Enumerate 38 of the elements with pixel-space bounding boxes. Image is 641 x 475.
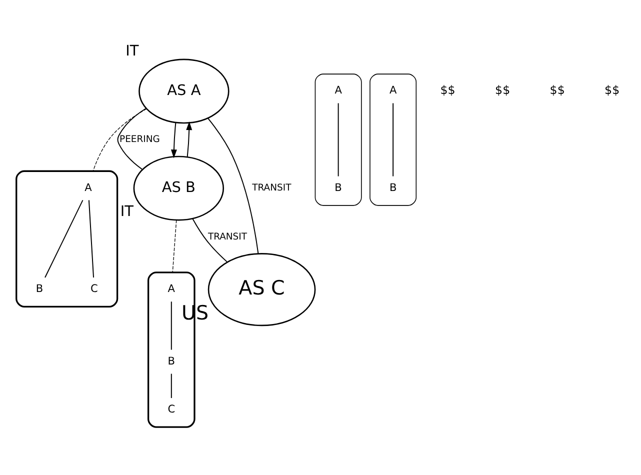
connector	[44, 199, 84, 278]
node-ellipse: AS C	[208, 252, 316, 326]
label: $$	[550, 82, 565, 97]
cluster	[370, 73, 417, 206]
connector	[117, 107, 147, 170]
label: $$	[604, 82, 620, 97]
arrow	[170, 121, 177, 158]
connector	[192, 218, 228, 262]
cluster	[314, 73, 362, 206]
connector	[170, 372, 172, 398]
node-ellipse: AS B	[133, 155, 224, 220]
edge-label: TRANSIT	[208, 230, 248, 242]
node-text: B	[36, 282, 44, 295]
connector	[338, 102, 339, 176]
connector	[92, 108, 147, 171]
connector	[392, 102, 394, 176]
node-text: B	[334, 181, 342, 194]
node-text: B	[389, 181, 397, 194]
connector	[88, 199, 94, 278]
node-ellipse: AS A	[138, 58, 230, 124]
node-label: IT	[120, 203, 134, 220]
node-text: C	[168, 402, 176, 415]
edge-label: TRANSIT	[252, 182, 292, 194]
node-text: C	[90, 282, 98, 295]
connector	[172, 219, 177, 272]
node-text: A	[168, 282, 176, 295]
node-text: A	[84, 181, 92, 194]
arrow	[186, 120, 192, 157]
edge-label: PEERING	[120, 134, 160, 145]
connector	[170, 300, 172, 350]
label: $$	[440, 82, 456, 97]
connector	[207, 117, 259, 254]
node-text: A	[389, 84, 397, 96]
node-text: A	[334, 84, 342, 96]
label: $$	[495, 82, 510, 97]
node-text: B	[168, 354, 176, 367]
cluster	[16, 170, 118, 308]
node-label: IT	[126, 42, 139, 59]
